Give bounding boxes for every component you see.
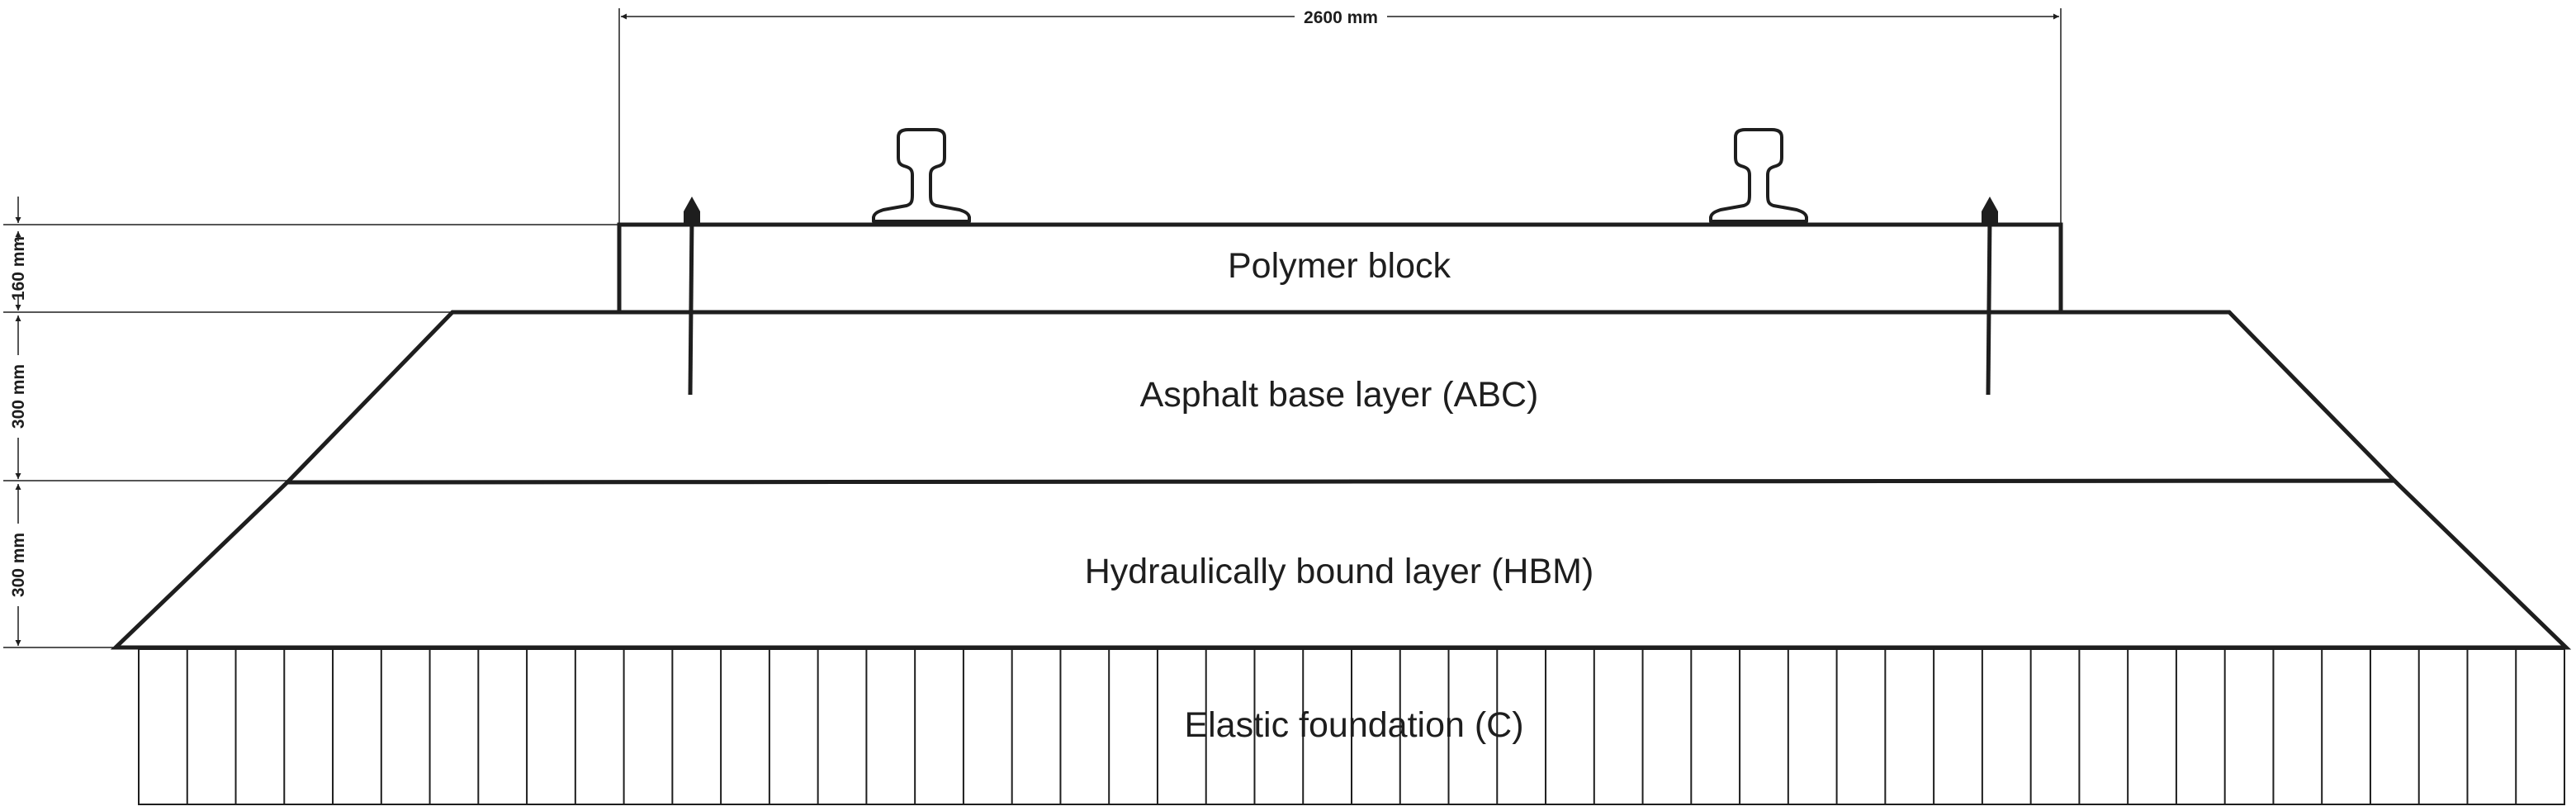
anchor-rod-right [1982, 197, 1998, 396]
foundation-springs [186, 649, 2517, 804]
thickness-dimensions: 160 mm 300 mm 300 mm [3, 197, 621, 648]
hbm-thickness-label: 300 mm [9, 533, 28, 597]
polymer-block-label: Polymer block [1228, 246, 1451, 286]
polymer-block-thickness-label: 160 mm [9, 236, 28, 301]
anchor-rod-left [684, 197, 700, 396]
asphalt-thickness-label: 300 mm [9, 364, 28, 429]
elastic-foundation [138, 648, 2565, 805]
foundation-label: Elastic foundation (C) [1184, 705, 1523, 745]
asphalt-layer [282, 310, 2399, 485]
asphalt-layer-label: Asphalt base layer (ABC) [1140, 375, 1539, 415]
track-width-label: 2600 mm [1304, 8, 1378, 27]
track-width-dimension: 2600 mm [618, 8, 2062, 223]
rail-left [872, 128, 971, 223]
rail-right [1709, 128, 1808, 223]
polymer-block [617, 222, 2063, 315]
hbm-layer-label: Hydraulically bound layer (HBM) [1085, 552, 1594, 591]
